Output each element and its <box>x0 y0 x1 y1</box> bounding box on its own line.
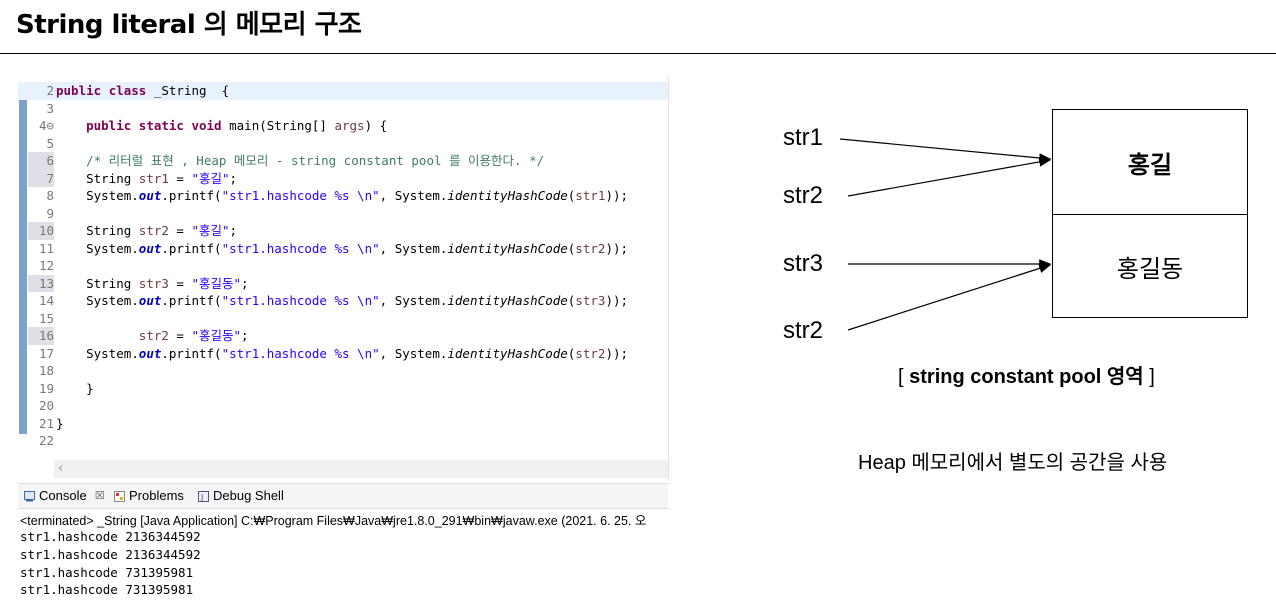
line-number: 13 <box>28 274 54 292</box>
tab-console-label: Console <box>39 488 87 503</box>
line-number: 19 <box>38 380 54 396</box>
line-number: 6 <box>28 152 54 170</box>
code-line[interactable]: 8 System.out.printf("str1.hashcode %s \n… <box>18 187 668 205</box>
line-number: 5 <box>46 135 54 151</box>
slide-title: String literal 의 메모리 구조 <box>16 10 362 40</box>
tab-debug-shell-label: Debug Shell <box>213 488 284 503</box>
code-line[interactable]: 3 <box>18 100 668 118</box>
tab-debug-shell[interactable]: J Debug Shell <box>198 488 284 503</box>
console-output: str1.hashcode 2136344592 str1.hashcode 2… <box>20 529 201 598</box>
line-number: 8 <box>46 188 54 203</box>
code-line[interactable]: 13 String str3 = "홍길동"; <box>18 274 668 292</box>
code-line[interactable]: 4⊖ public static void main(String[] args… <box>18 117 668 135</box>
code-line[interactable]: 11 System.out.printf("str1.hashcode %s \… <box>18 240 668 258</box>
line-number: 3 <box>46 100 54 116</box>
line-number: 9 <box>46 205 54 221</box>
pool-entry-honggil: 홍길 <box>1052 109 1248 215</box>
code-text[interactable]: } <box>56 380 94 396</box>
label-str2-reassigned: str2 <box>783 317 824 344</box>
line-number: 10 <box>28 222 54 240</box>
code-text[interactable]: } <box>56 415 64 431</box>
pool-entry-honggildong: 홍길동 <box>1052 214 1248 318</box>
code-text[interactable]: System.out.printf("str1.hashcode %s \n",… <box>56 345 629 361</box>
change-ruler-bar <box>19 82 27 434</box>
arrow-str1 <box>839 138 1052 163</box>
code-text[interactable]: str2 = "홍길동"; <box>138 328 249 343</box>
pool-caption: [ string constant pool 영역 ] <box>898 360 1155 389</box>
code-line[interactable]: 17 System.out.printf("str1.hashcode %s \… <box>18 345 668 363</box>
caption-open-bracket: [ <box>898 366 910 388</box>
label-str3: str3 <box>783 250 824 277</box>
problems-icon <box>114 490 125 502</box>
code-text[interactable]: System.out.printf("str1.hashcode %s \n",… <box>56 240 629 256</box>
tab-problems-label: Problems <box>129 488 184 503</box>
tab-console[interactable]: Console ☒ <box>24 488 105 503</box>
line-number: 20 <box>38 398 54 413</box>
code-line[interactable]: 9 <box>18 205 668 223</box>
code-line[interactable]: 15 <box>18 310 668 328</box>
code-text[interactable]: public static void main(String[] args) { <box>86 118 388 133</box>
svg-text:J: J <box>200 493 203 502</box>
close-icon[interactable]: ☒ <box>94 490 105 502</box>
code-line[interactable]: 18 <box>18 362 668 380</box>
title-divider <box>0 53 1276 54</box>
code-line[interactable]: 12 <box>18 257 668 275</box>
code-text[interactable]: public class _String { <box>56 83 230 98</box>
line-number: 17 <box>38 345 54 361</box>
caption-text: string constant pool 영역 <box>909 366 1144 388</box>
line-number: 18 <box>38 363 54 378</box>
code-line[interactable]: 5 <box>18 135 668 153</box>
arrow-str2-reassigned <box>847 263 1052 331</box>
tab-problems[interactable]: Problems <box>114 488 184 503</box>
console-tab-bar: Console ☒ Problems J Debug Shell <box>18 483 668 509</box>
line-number: 15 <box>38 310 54 326</box>
code-text[interactable]: System.out.printf("str1.hashcode %s \n",… <box>56 188 629 203</box>
code-line[interactable]: 14 System.out.printf("str1.hashcode %s \… <box>18 292 668 310</box>
code-line[interactable]: 10 String str2 = "홍길"; <box>18 222 668 240</box>
code-line[interactable]: 20 <box>18 397 668 415</box>
line-number: 11 <box>38 240 54 256</box>
heap-note: Heap 메모리에서 별도의 공간을 사용 <box>858 452 1168 474</box>
line-number: 22 <box>38 433 54 448</box>
code-line[interactable]: 7 String str1 = "홍길"; <box>18 169 668 187</box>
line-number: 2 <box>46 83 54 98</box>
code-text[interactable]: System.out.printf("str1.hashcode %s \n",… <box>56 293 629 308</box>
line-number: 16 <box>28 327 54 345</box>
code-text[interactable]: String str3 = "홍길동"; <box>56 275 249 291</box>
line-number: 4⊖ <box>38 118 54 133</box>
line-number: 7 <box>28 169 54 187</box>
code-line[interactable]: 21} <box>18 415 668 433</box>
arrow-str2 <box>847 157 1052 197</box>
console-status-line: <terminated> _String [Java Application] … <box>20 514 647 528</box>
code-line[interactable]: 6 /* 리터럴 표현 , Heap 메모리 - string constant… <box>18 152 668 170</box>
label-str1: str1 <box>783 124 824 151</box>
code-text[interactable]: /* 리터럴 표현 , Heap 메모리 - string constant p… <box>86 153 545 168</box>
code-text[interactable]: String str2 = "홍길"; <box>56 223 238 238</box>
line-number: 14 <box>38 293 54 308</box>
horizontal-scrollbar[interactable]: ‹ <box>54 460 668 478</box>
label-str2: str2 <box>783 182 824 209</box>
caption-close-bracket: ] <box>1143 366 1155 388</box>
editor-ruler <box>18 76 28 481</box>
scroll-left-icon[interactable]: ‹ <box>58 461 64 476</box>
console-icon <box>24 490 35 502</box>
debug-shell-icon: J <box>198 490 209 502</box>
line-number: 12 <box>38 258 54 273</box>
code-line[interactable]: 22 <box>18 432 668 450</box>
code-text[interactable]: String str1 = "홍길"; <box>56 170 238 186</box>
line-number: 21 <box>38 415 54 431</box>
code-line[interactable]: 19 } <box>18 380 668 398</box>
code-line[interactable]: 16 str2 = "홍길동"; <box>18 327 668 345</box>
